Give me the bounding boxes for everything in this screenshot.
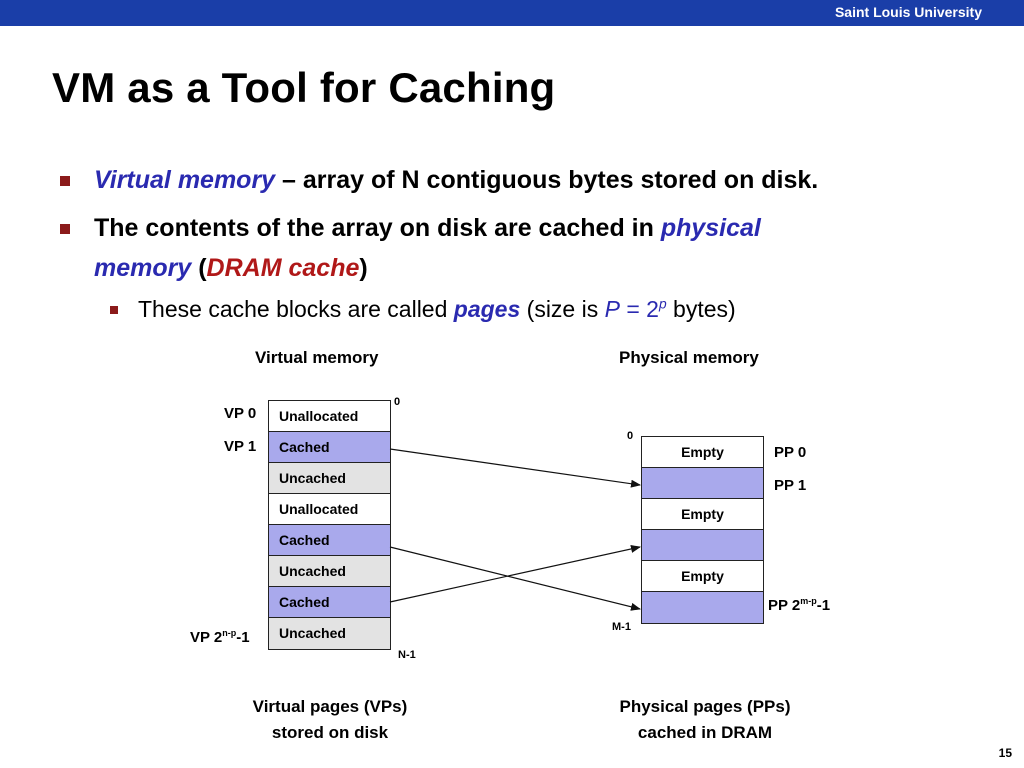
vm-address-zero: 0 [394,396,401,408]
bullet-virtual-memory: Virtual memory – array of N contiguous b… [94,160,818,200]
pp-cell-empty: Empty [642,499,763,530]
vp0-label: VP 0 [224,405,257,422]
pp-last-base: PP 2 [768,597,801,614]
var-p: P [604,296,620,322]
paren-close: ) [359,254,368,282]
caption-line: Virtual pages (VPs) [252,697,408,716]
vp1-label: VP 1 [224,438,257,455]
university-name: Saint Louis University [834,4,982,20]
vp-cell-cached: Cached [269,432,390,463]
pm-address-end: M-1 [612,621,631,633]
sub-bullet-text: (size is [520,296,605,322]
pp-last-suffix: -1 [816,597,831,614]
term-physical: physical [660,214,761,242]
pp-cell-empty: Empty [642,561,763,592]
sub-bullet-square-icon [110,306,118,314]
arrow-vp6-to-pp3 [389,545,641,603]
bullet-contents-cached: The contents of the array on disk are ca… [94,208,914,288]
vp-cell-cached: Cached [269,525,390,556]
pm-address-zero: 0 [627,430,634,442]
eq-two: = 2 [619,296,659,322]
vp-cell-uncached: Uncached [269,556,390,587]
vp-cell-cached: Cached [269,587,390,618]
term-pages: pages [453,296,521,322]
caption-line: stored on disk [271,723,389,742]
arrow-vp4-to-pp5 [389,546,641,611]
vp-cell-uncached: Uncached [269,463,390,494]
term-dram-cache: DRAM cache [206,254,360,282]
slide-title: VM as a Tool for Caching [52,64,556,111]
term-virtual-memory: Virtual memory [94,166,276,194]
bullet-square-icon [60,224,70,234]
paren-open: ( [191,254,207,282]
vp-cell-unallocated: Unallocated [269,494,390,525]
physical-pages-caption: Physical pages (PPs) cached in DRAM [585,694,825,746]
pp1-label: PP 1 [774,477,807,494]
caption-line: Physical pages (PPs) [619,697,791,716]
exp-p: p [658,296,667,312]
term-memory: memory [94,254,192,282]
vp-last-label: VP 2n-p-1 [190,628,250,647]
vp-cell-unallocated: Unallocated [269,401,390,432]
bullet-square-icon [60,176,70,186]
pp-cell-cached [642,530,763,561]
sub-bullet-text: bytes) [666,296,736,322]
pp-cell-cached [642,592,763,623]
page-number: 15 [998,746,1012,760]
header-bar: Saint Louis University [0,0,1024,26]
vp-last-base: VP 2 [190,629,223,646]
caption-line: cached in DRAM [637,723,773,742]
virtual-memory-header: Virtual memory [255,348,379,367]
physical-memory-header: Physical memory [619,348,759,367]
sub-bullet-text: These cache blocks are called [138,296,454,322]
virtual-memory-column: Unallocated Cached Uncached Unallocated … [268,400,391,650]
pp0-label: PP 0 [774,444,807,461]
pp-cell-cached [642,468,763,499]
vm-address-end: N-1 [398,649,416,661]
sub-bullet-pages: These cache blocks are called pages (siz… [138,296,736,323]
virtual-pages-caption: Virtual pages (VPs) stored on disk [215,694,445,746]
vp-cell-uncached: Uncached [269,618,390,649]
pp-cell-empty: Empty [642,437,763,468]
arrow-vp1-to-pp1 [389,448,641,488]
physical-memory-column: Empty Empty Empty [641,436,764,624]
pp-last-exp: m-p [800,596,817,606]
bullet-text: The contents of the array on disk are ca… [94,214,661,242]
bullet-text: – array of N contiguous bytes stored on … [275,166,819,194]
vp-last-suffix: -1 [236,629,250,646]
pp-last-label: PP 2m-p-1 [768,596,831,615]
vp-last-exp: n-p [222,628,237,638]
